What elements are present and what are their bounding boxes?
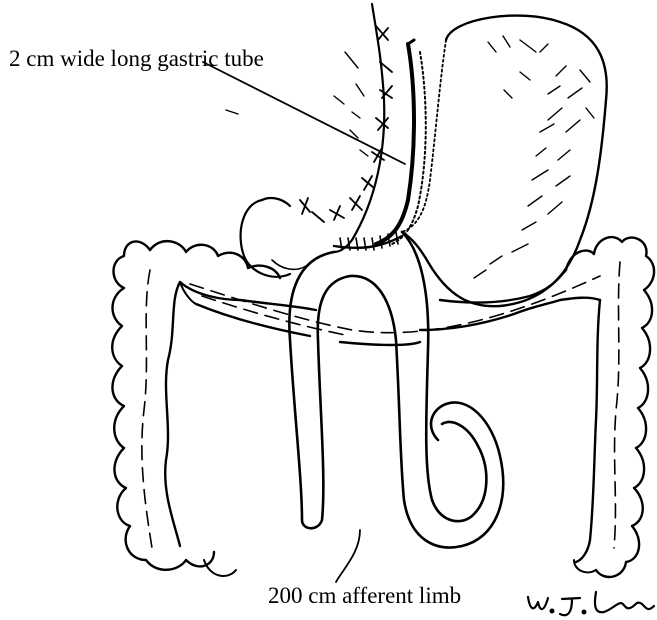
colon: [112, 237, 654, 577]
gastric-tube: [300, 4, 426, 252]
stomach-remnant: [402, 16, 607, 307]
suture-line: [300, 26, 392, 222]
afferent-limb-label: 200 cm afferent limb: [268, 584, 461, 607]
stomach-shading: [474, 36, 594, 278]
colon-taenia: [142, 262, 620, 548]
artist-signature: [528, 592, 654, 615]
afferent-limb: [289, 232, 503, 547]
gastric-tube-label: 2 cm wide long gastric tube: [9, 47, 264, 70]
afferent-limb-leader-line: [336, 530, 360, 582]
duodenal-stump: [241, 198, 306, 277]
